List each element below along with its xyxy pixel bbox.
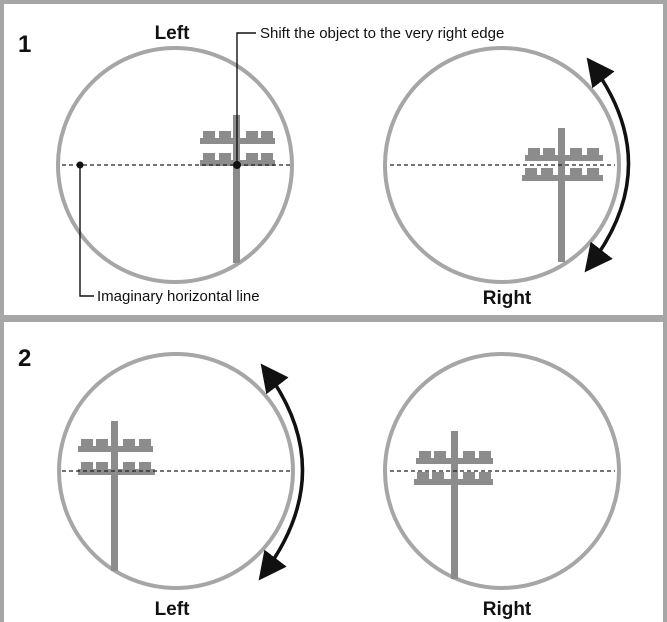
- panel1-right-view: [383, 46, 631, 284]
- panel2-left-label: Left: [155, 599, 191, 620]
- panel1-right-label: Right: [483, 288, 532, 309]
- callout-horizontal-line: Imaginary horizontal line: [97, 288, 260, 305]
- step-number-1: 1: [18, 31, 31, 58]
- panel-1-frame: [0, 0, 667, 319]
- panel2-right-label: Right: [483, 599, 532, 620]
- panel1-left-label: Left: [155, 23, 191, 44]
- callout-shift-object: Shift the object to the very right edge: [260, 25, 504, 42]
- view-circle: [56, 46, 294, 284]
- view-circle: [383, 46, 621, 284]
- view-circle: [57, 352, 295, 590]
- callout-leader-bottom: [79, 165, 94, 297]
- panel2-right-view: [383, 352, 621, 590]
- view-circle: [383, 352, 621, 590]
- utility-pole: [78, 421, 155, 571]
- step-number-2: 2: [18, 345, 31, 372]
- panel1-left-view: [56, 32, 294, 297]
- rotate-arrow: [584, 57, 631, 273]
- callout-leader-top: [236, 32, 256, 165]
- panel2-left-view: [57, 352, 305, 590]
- utility-pole: [414, 431, 493, 579]
- panel-2-frame: [0, 318, 667, 622]
- rotate-arrow: [258, 363, 305, 581]
